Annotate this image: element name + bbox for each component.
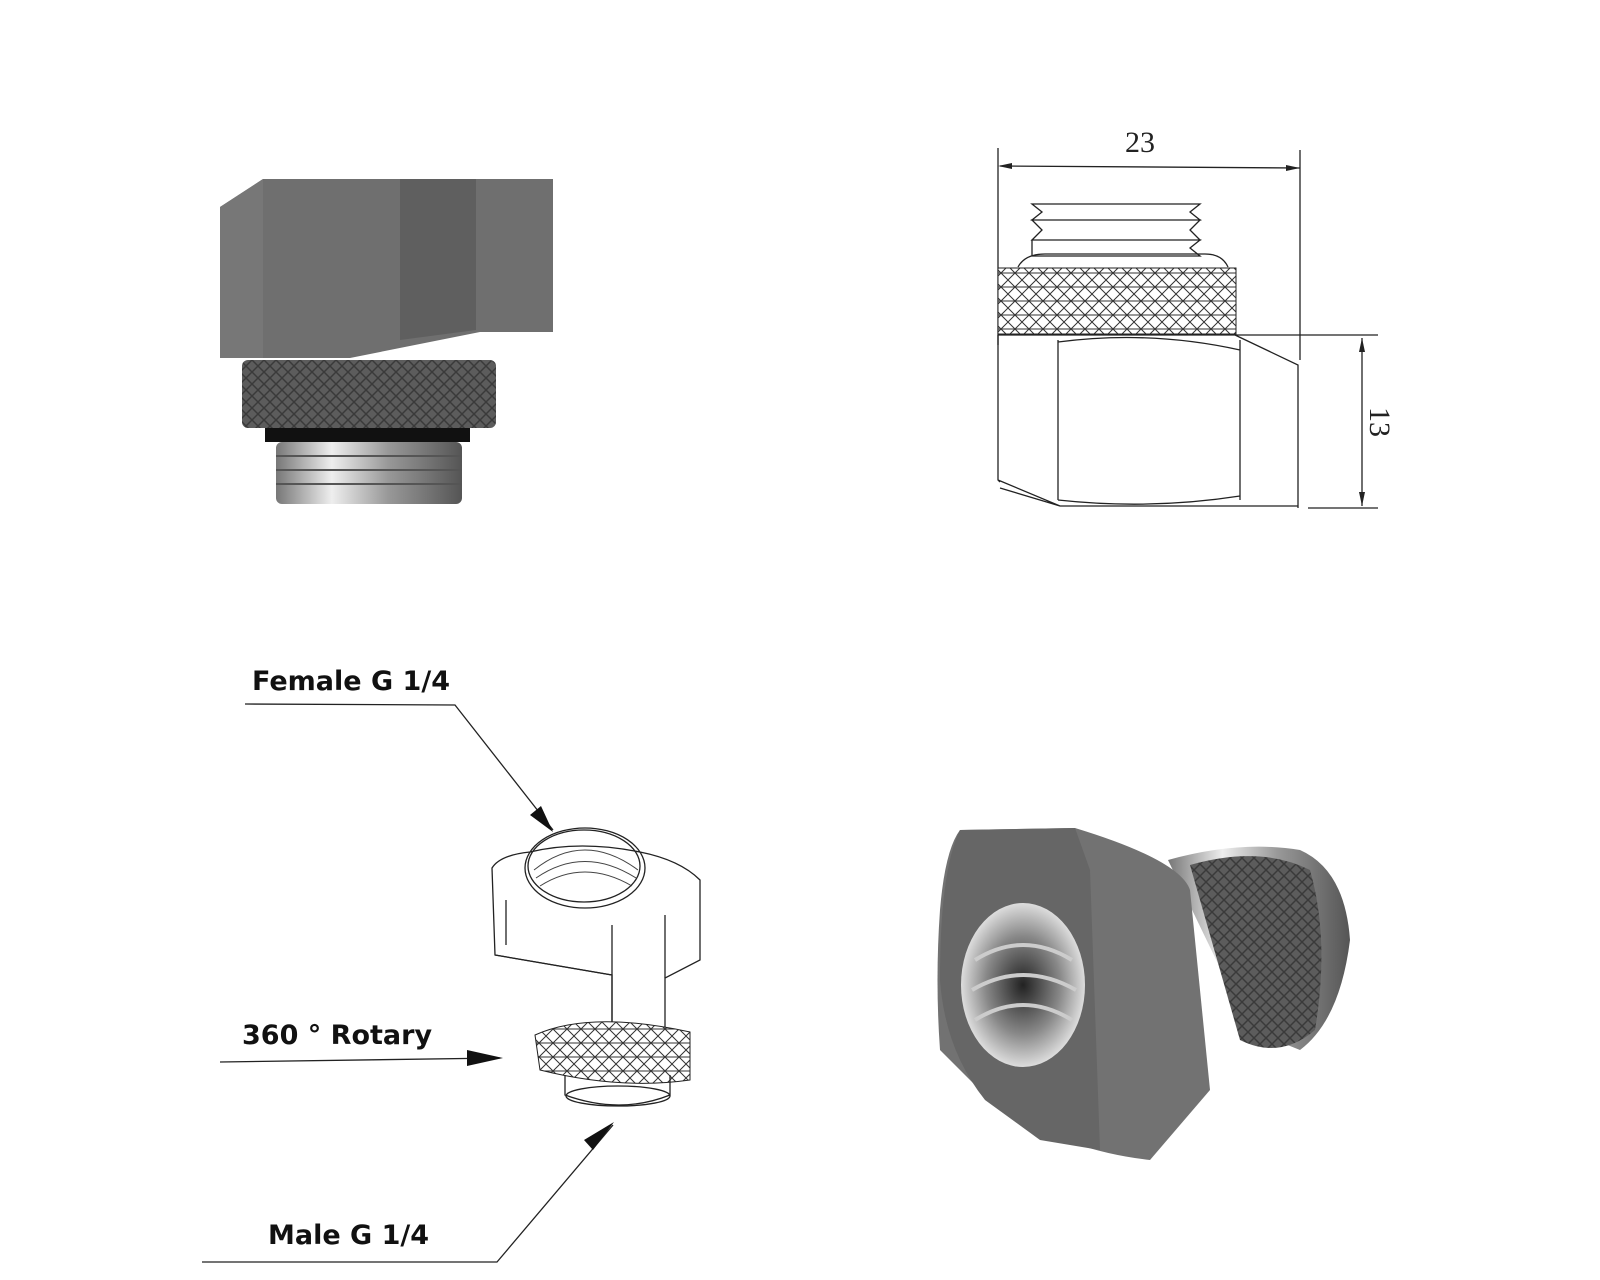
height-dimension: 13 xyxy=(1363,407,1396,437)
technical-drawing: 23 13 xyxy=(997,126,1396,509)
callout-male: Male G 1/4 xyxy=(202,1122,614,1263)
width-dimension: 23 xyxy=(1125,126,1155,159)
fitting-render-side xyxy=(220,179,553,504)
callout-male-label: Male G 1/4 xyxy=(268,1220,429,1251)
fitting-render-front xyxy=(937,828,1350,1160)
callout-female: Female G 1/4 xyxy=(244,666,554,832)
callout-rotary: 360 ° Rotary xyxy=(219,1020,503,1066)
callout-female-label: Female G 1/4 xyxy=(252,666,450,697)
callout-rotary-label: 360 ° Rotary xyxy=(242,1020,432,1051)
line-drawing-isometric xyxy=(491,827,701,1107)
width-dimension-line xyxy=(999,165,1301,169)
